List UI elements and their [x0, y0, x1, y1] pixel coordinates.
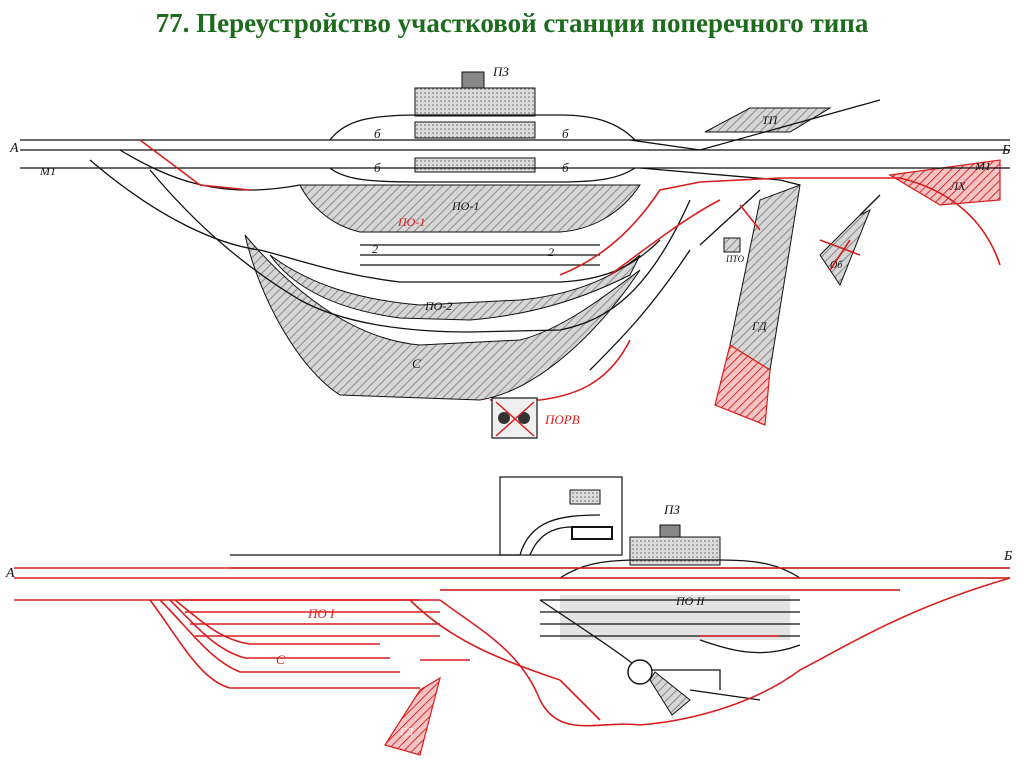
label-c-top: С [412, 356, 421, 371]
label-end-a-top: А [9, 141, 19, 156]
slide-title: 77. Переустройство участковой станции по… [155, 8, 869, 38]
label-main-upper-right: б [562, 126, 569, 141]
pz-base-bottom [629, 536, 721, 566]
platform-upper [414, 121, 536, 139]
label-porv: ПОРВ [544, 412, 580, 427]
depot-tp-area [704, 107, 832, 133]
label-m1-left: М1 [39, 164, 56, 178]
label-gd-top: ГД [751, 319, 768, 333]
label-tracks-2-right: 2 [548, 245, 554, 259]
label-main-upper: б [374, 126, 381, 141]
label-gd-bottom: ГД [399, 726, 414, 738]
label-po1: ПО-1 [451, 199, 479, 213]
label-pz-bottom: ПЗ [663, 502, 680, 517]
top-scheme: А Б М1 М1 ПЗ б б б б ПО-1 ПО-1 2 2 ПО-2 … [9, 64, 1010, 439]
label-pto: ПТО [725, 254, 745, 264]
label-main-lower: б [374, 160, 381, 175]
label-main-lower-right: б [562, 160, 569, 175]
bottom-scheme: А Б ПЗ ПО I ПО II С ГД [5, 476, 1012, 756]
pz-building-bottom [659, 524, 681, 538]
depot-gd-red-area [714, 344, 771, 426]
park-c-area [244, 234, 641, 401]
park-po1-area [299, 184, 641, 233]
label-end-b-bottom: Б [1003, 549, 1012, 564]
label-c-bottom: С [276, 652, 285, 667]
pz-building [461, 71, 485, 89]
depot-gd-bottom [384, 676, 441, 756]
label-po2: ПО-2 [424, 299, 452, 313]
platform-lower [414, 157, 536, 173]
label-end-a-bottom: А [5, 566, 15, 581]
area-lx [888, 159, 1001, 206]
park-po2-area [269, 254, 641, 321]
depot-gd-area [729, 184, 801, 371]
label-pz-top: ПЗ [492, 64, 509, 79]
label-po1-red: ПО-1 [397, 215, 425, 229]
label-po2-bottom: ПО II [675, 594, 705, 608]
label-m1-right: М1 [974, 159, 991, 173]
pz-base [414, 87, 536, 117]
label-lx: ЛХ [949, 179, 966, 193]
label-end-b-top: Б [1001, 143, 1010, 158]
label-tp: ТП [762, 113, 779, 127]
turntable [627, 659, 653, 685]
label-tracks-2-left: 2 [372, 242, 378, 256]
label-ob: Об [830, 260, 843, 271]
inset-frame [499, 476, 623, 556]
depot-pto-area [723, 237, 741, 253]
label-po1-bottom: ПО I [307, 606, 335, 621]
